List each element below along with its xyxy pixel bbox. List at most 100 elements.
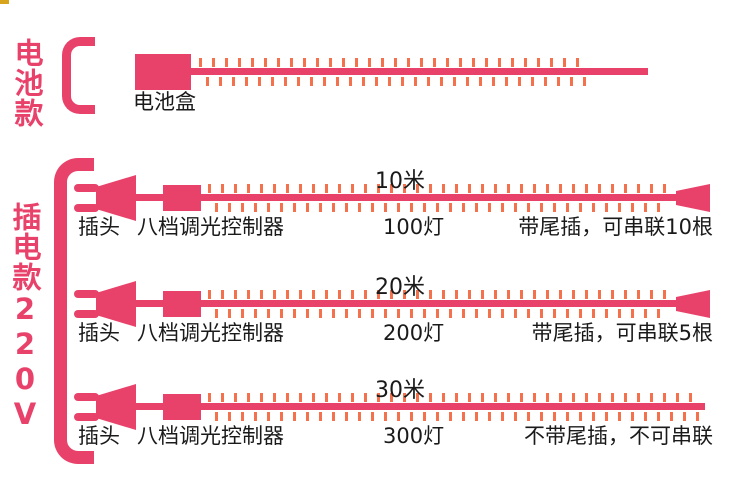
bulb-tick [553,309,556,318]
bulb-tick [468,184,471,193]
bulb-tick [436,309,439,318]
tail-note-label: 带尾插，可串联10根 [518,215,713,239]
bulb-tick [455,184,458,193]
bulb-tick [631,412,634,421]
bulb-tick [245,77,248,86]
bulb-tick [579,412,582,421]
bulb-tick [384,412,387,421]
bulb-tick [563,58,566,67]
bulb-tick [414,77,417,86]
bulb-tick [618,412,621,421]
battery-section-title: 电池款 [10,38,44,128]
bulb-tick [488,309,491,318]
bulb-tick [537,58,540,67]
light-string-30m [200,393,705,421]
bulb-tick [280,412,283,421]
bulb-tick [572,393,575,402]
bulb-tick [219,77,222,86]
bulb-tick [462,309,465,318]
bulb-tick [215,412,218,421]
bulb-tick [618,203,621,212]
bulb-tick [390,184,393,193]
bulb-tick [264,58,267,67]
bulb-tick [208,184,211,193]
bulb-tick [228,203,231,212]
bulb-tick [388,77,391,86]
bulb-tick [585,184,588,193]
bulb-tick [501,412,504,421]
bulb-tick [572,184,575,193]
tail-plug-icon [676,184,710,212]
bulb-tick [410,309,413,318]
bulb-tick [358,309,361,318]
bulb-tick [663,393,666,402]
bulb-tick [381,58,384,67]
bulb-tick [342,58,345,67]
bulb-tick [319,412,322,421]
lights-count-label: 200灯 [383,321,445,345]
bulb-tick [371,203,374,212]
bulb-tick [676,393,679,402]
string-wire [200,403,705,410]
bulb-tick [364,290,367,299]
bulb-tick [511,58,514,67]
bulb-tick [364,184,367,193]
bulb-tick [358,203,361,212]
bulb-tick [290,58,293,67]
bulb-tick [557,77,560,86]
bulb-tick [637,393,640,402]
bulb-tick [368,58,371,67]
bulb-tick [540,309,543,318]
bulb-tick [397,412,400,421]
bulb-tick [481,393,484,402]
bulb-tick [611,184,614,193]
power-plug-icon [74,384,136,430]
bulb-tick [462,203,465,212]
bulb-tick [540,203,543,212]
power-plug-icon [74,281,136,327]
bulb-tick [390,290,393,299]
bulb-tick [481,290,484,299]
bulb-tick [403,290,406,299]
bulb-tick [336,77,339,86]
bulb-tick [410,203,413,212]
bulb-tick [362,77,365,86]
plug-label: 插头 [78,424,120,448]
bulb-tick [247,290,250,299]
bulb-tick [377,184,380,193]
bulb-tick [455,290,458,299]
bulb-tick [241,412,244,421]
bulb-tick [247,184,250,193]
bulb-tick [696,412,699,421]
tail-note-label: 不带尾插，不可串联 [524,424,713,448]
bulb-tick [514,309,517,318]
bulb-tick [624,393,627,402]
bulb-tick [566,309,569,318]
battery-section-bracket [62,37,95,114]
bulb-tick [429,393,432,402]
bulb-tick [420,58,423,67]
bulb-tick [644,203,647,212]
bulb-tick [260,393,263,402]
bulb-tick [345,412,348,421]
battery-box [135,54,191,90]
bulb-tick [592,203,595,212]
bulb-tick [488,203,491,212]
controller-label: 八档调光控制器 [137,424,284,448]
bulb-tick [394,58,397,67]
bulb-tick [377,290,380,299]
power-plug-icon [74,175,136,221]
corner-artifact [0,0,9,4]
bulb-tick [351,393,354,402]
bulb-tick [449,309,452,318]
bulb-tick [306,412,309,421]
bulb-tick [297,77,300,86]
controller-label: 八档调光控制器 [137,321,284,345]
bulb-tick [234,393,237,402]
bulb-tick [271,77,274,86]
bulb-tick [284,77,287,86]
bulb-tick [624,290,627,299]
bulb-tick [260,290,263,299]
bulb-tick [325,184,328,193]
bulb-tick [501,203,504,212]
